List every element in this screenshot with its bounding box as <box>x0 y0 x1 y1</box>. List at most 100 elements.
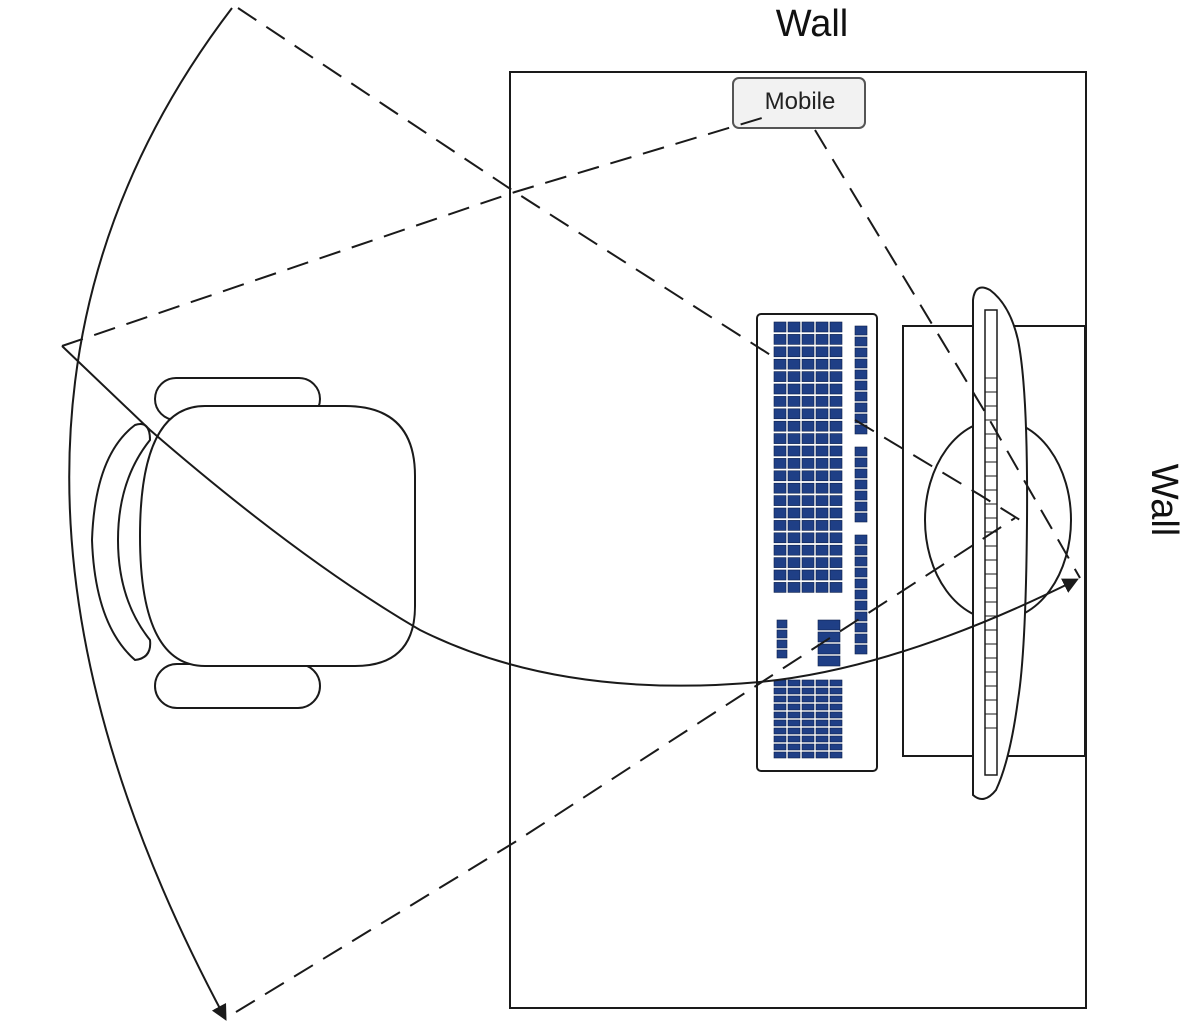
keyboard-key <box>773 544 787 556</box>
sightline-top-to-keyboard <box>237 7 773 357</box>
keyboard-key <box>801 470 815 482</box>
keyboard-key <box>787 520 801 531</box>
keyboard-key <box>787 507 801 519</box>
wall-label-top: Wall <box>776 3 848 45</box>
keyboard-key <box>815 727 829 735</box>
keyboard-key <box>801 544 815 556</box>
keyboard-key <box>815 743 829 751</box>
keyboard-key <box>817 619 841 631</box>
keyboard-key <box>854 622 868 633</box>
keyboard-key <box>829 346 843 358</box>
keyboard-key <box>829 334 843 345</box>
keyboard-key <box>787 346 801 358</box>
keyboard-key <box>801 557 815 568</box>
keyboard-key <box>815 408 829 420</box>
keyboard-key <box>801 321 815 333</box>
keyboard-key <box>787 743 801 751</box>
keyboard-key <box>801 482 815 494</box>
keyboard-key <box>801 711 815 719</box>
keyboard-key <box>773 470 787 482</box>
keyboard-key <box>815 520 829 531</box>
keyboard-key <box>854 446 868 457</box>
keyboard-key <box>854 358 868 369</box>
keyboard-key <box>829 371 843 382</box>
keyboard-key <box>829 569 843 581</box>
sightline-keyboard-to-monitor <box>854 419 1021 521</box>
keyboard-key <box>829 679 843 687</box>
keyboard-key <box>829 507 843 519</box>
keyboard-key <box>854 600 868 611</box>
keyboard-key <box>787 458 801 469</box>
keyboard-key <box>773 532 787 544</box>
keyboard-key <box>815 507 829 519</box>
keyboard-key <box>776 619 788 629</box>
keyboard-key <box>829 433 843 444</box>
keyboard-key <box>854 534 868 545</box>
keyboard-key <box>815 544 829 556</box>
keyboard-key <box>773 719 787 727</box>
keyboard-key <box>854 501 868 512</box>
keyboard-key <box>787 711 801 719</box>
keyboard-key <box>815 433 829 444</box>
keyboard-key <box>773 735 787 743</box>
keyboard-key <box>787 687 801 695</box>
monitor-body <box>972 286 1029 800</box>
keyboard-key <box>854 545 868 556</box>
keyboard-key <box>829 735 843 743</box>
keyboard-key <box>801 445 815 457</box>
keyboard-key <box>829 482 843 494</box>
keyboard-key <box>773 334 787 345</box>
mobile-body <box>732 77 866 129</box>
keyboard-key <box>787 408 801 420</box>
keyboard-key <box>829 458 843 469</box>
keyboard-key <box>787 420 801 432</box>
keyboard-key <box>773 433 787 444</box>
keyboard-key <box>776 639 788 649</box>
sightline-bottom-to-monitor <box>235 517 1016 1013</box>
keyboard-key <box>801 507 815 519</box>
keyboard-key <box>815 383 829 395</box>
keyboard-key <box>773 687 787 695</box>
keyboard-key <box>829 420 843 432</box>
keyboard-key <box>773 458 787 469</box>
keyboard-key <box>829 495 843 506</box>
keyboard-key <box>773 582 787 593</box>
keyboard-key <box>787 495 801 506</box>
keyboard-key <box>787 470 801 482</box>
keyboard-key <box>854 633 868 644</box>
keyboard-key <box>815 569 829 581</box>
keyboard-key <box>829 470 843 482</box>
keyboard-key <box>773 420 787 432</box>
keyboard-key <box>854 644 868 655</box>
chair-seat <box>138 405 416 667</box>
keyboard-key <box>773 371 787 382</box>
keyboard-key <box>801 420 815 432</box>
keyboard-key <box>773 396 787 407</box>
keyboard-key <box>829 445 843 457</box>
keyboard-key <box>801 458 815 469</box>
keyboard-key <box>854 336 868 347</box>
keyboard-keys <box>773 321 868 759</box>
keyboard-key <box>801 695 815 703</box>
keyboard-key <box>829 321 843 333</box>
keyboard-key <box>787 703 801 711</box>
keyboard-key <box>829 711 843 719</box>
keyboard-key <box>854 402 868 413</box>
keyboard-key <box>815 458 829 469</box>
keyboard-key <box>815 346 829 358</box>
keyboard-key <box>773 695 787 703</box>
keyboard-key <box>815 679 829 687</box>
keyboard-key <box>829 727 843 735</box>
field-of-view-arc <box>68 7 233 1021</box>
keyboard-key <box>815 695 829 703</box>
keyboard-key <box>854 490 868 501</box>
keyboard-key <box>854 369 868 380</box>
keyboard-key <box>829 358 843 370</box>
keyboard-key <box>854 556 868 567</box>
keyboard-key <box>787 582 801 593</box>
keyboard-key <box>829 532 843 544</box>
keyboard-key <box>854 391 868 402</box>
sightline-mobile-to-wall <box>814 129 1081 579</box>
keyboard-key <box>829 582 843 593</box>
